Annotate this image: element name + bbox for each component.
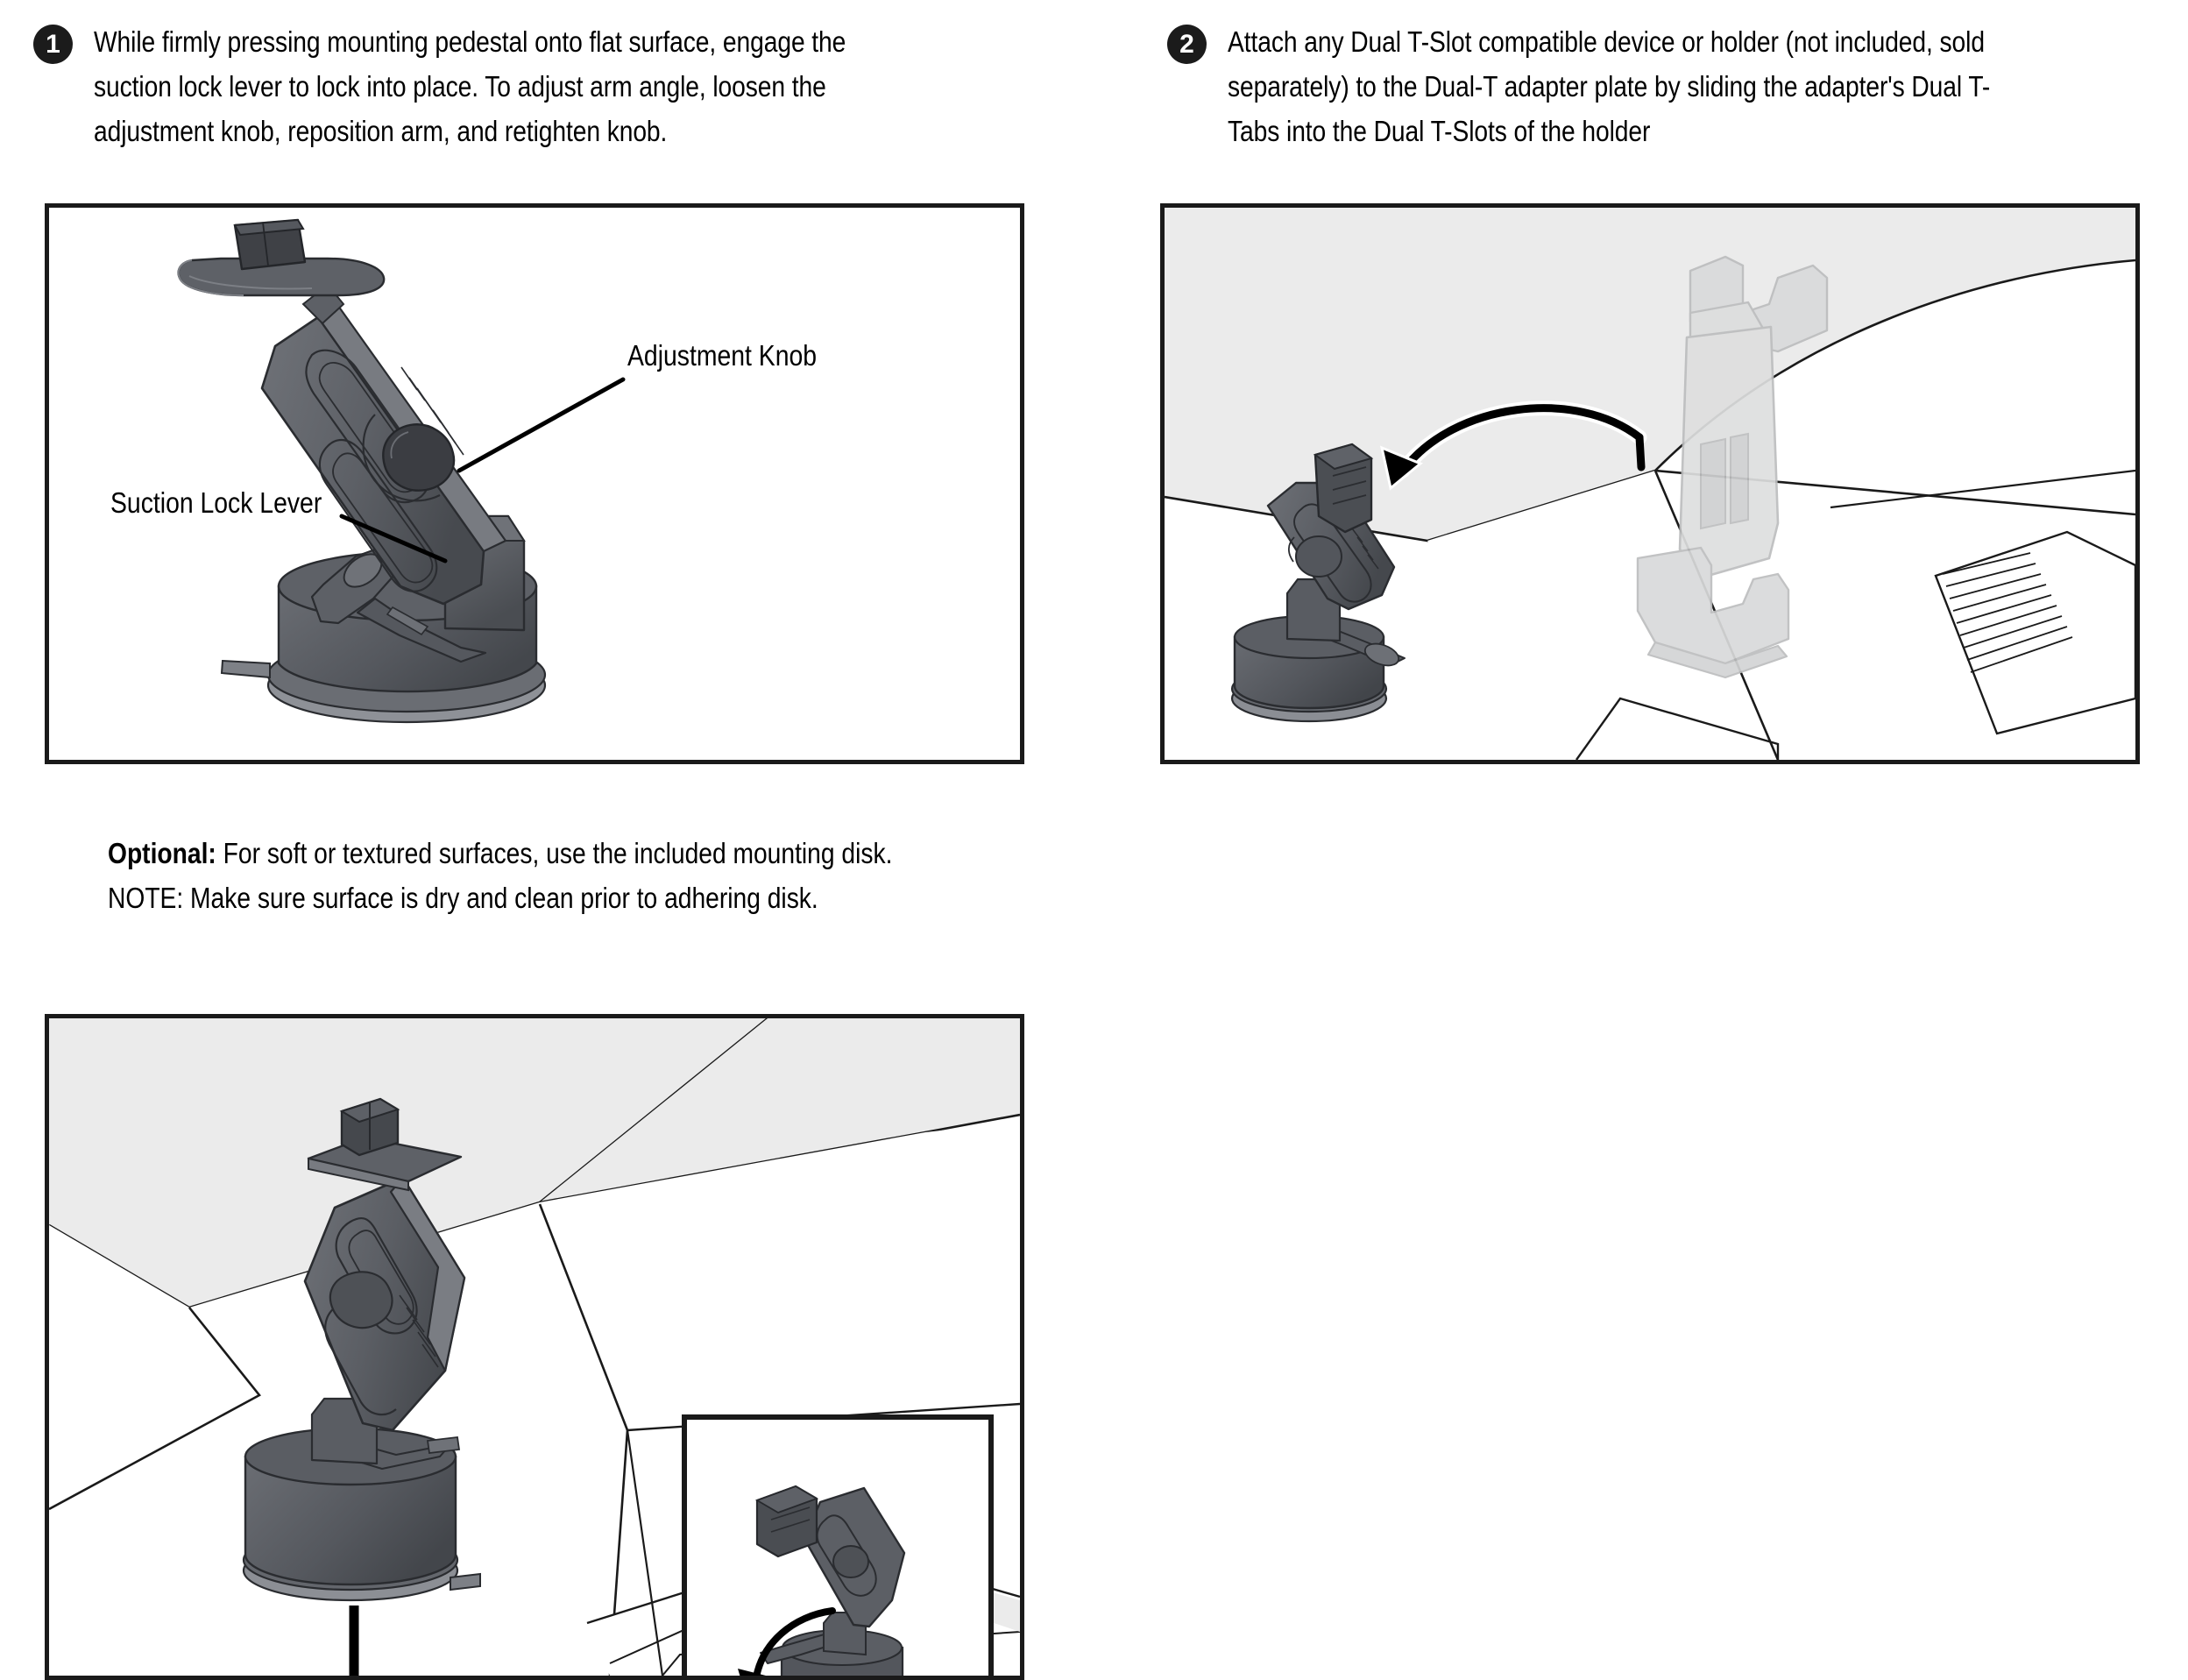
panel-1-illustration: Adjustment Knob Suction Lock Lever xyxy=(110,218,817,724)
optional-note: Optional: For soft or textured surfaces,… xyxy=(108,831,932,920)
mounting-disk-direction-arrow xyxy=(349,1606,359,1676)
suction-lock-lever xyxy=(310,548,487,663)
ghost-dual-t-slot-holder xyxy=(1636,255,1829,679)
step-1-text: While firmly pressing mounting pedestal … xyxy=(94,25,846,147)
suction-mount-assembly-3 xyxy=(242,1097,481,1602)
callout-suction-lock-lever: Suction Lock Lever xyxy=(110,486,448,564)
dash-vent-slats xyxy=(1942,552,2073,673)
suction-mount-assembly xyxy=(1230,443,1406,723)
dual-t-adapter-plate xyxy=(177,218,386,325)
step-2-number-badge: 2 xyxy=(1167,25,1207,64)
assembly-motion-arrow xyxy=(1379,401,1647,491)
callout-label-suction-lock-lever: Suction Lock Lever xyxy=(110,486,322,520)
arm-knurl-texture xyxy=(400,366,464,456)
inset-detail-box xyxy=(682,1414,994,1676)
panel-2-illustration xyxy=(1165,208,2135,760)
step-2: 2 Attach any Dual T-Slot compatible devi… xyxy=(1167,19,2175,153)
panel-3-illustration xyxy=(49,1018,1020,1676)
optional-note-label: Optional: xyxy=(108,837,216,869)
mount-arm xyxy=(260,304,507,606)
inset-mount-assembly xyxy=(738,1485,906,1676)
illustration-panel-2 xyxy=(1160,203,2140,764)
callout-label-adjustment-knob: Adjustment Knob xyxy=(627,339,817,372)
illustration-panel-1: Adjustment Knob Suction Lock Lever xyxy=(45,203,1024,764)
step-2-text: Attach any Dual T-Slot compatible device… xyxy=(1228,25,1991,147)
step-1: 1 While firmly pressing mounting pedesta… xyxy=(33,19,1032,153)
step-1-number-badge: 1 xyxy=(33,25,73,64)
optional-note-text: For soft or textured surfaces, use the i… xyxy=(108,837,893,914)
adjustment-knob-part xyxy=(382,423,456,492)
illustration-panel-3 xyxy=(45,1014,1024,1680)
callout-adjustment-knob: Adjustment Knob xyxy=(457,339,817,473)
